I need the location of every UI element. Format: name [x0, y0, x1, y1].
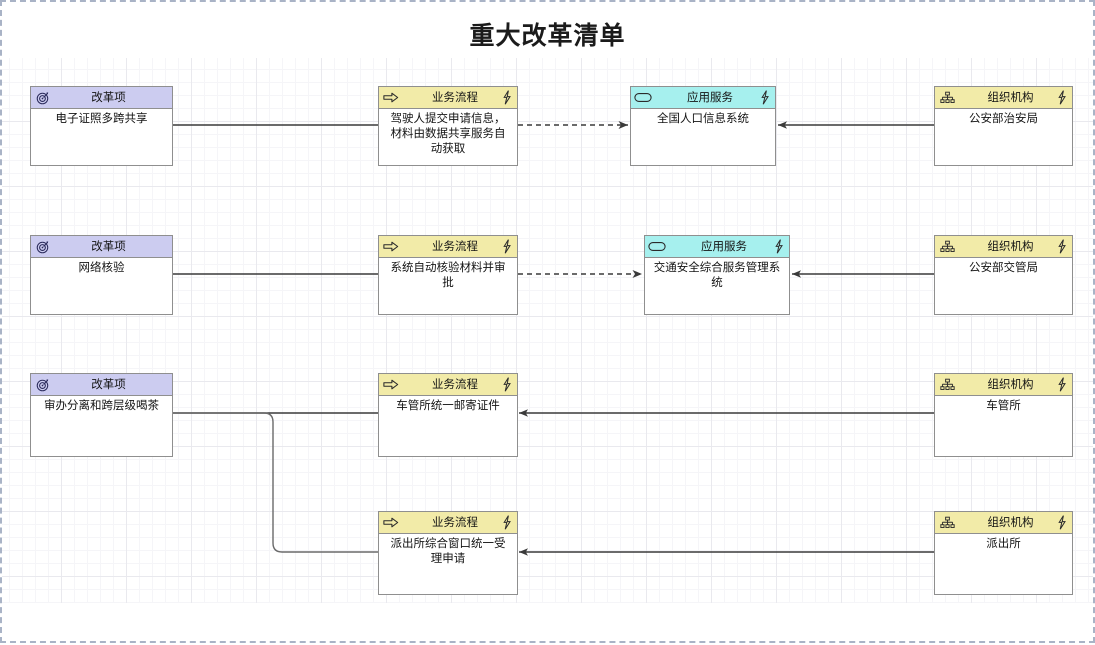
lightning-bolt-icon	[502, 515, 512, 530]
node-organization[interactable]: 组织机构 公安部治安局	[934, 86, 1073, 166]
arrow-right-process-icon	[379, 379, 403, 390]
node-reform-item[interactable]: 改革项 网络核验	[30, 235, 173, 315]
node-text: 网络核验	[78, 262, 125, 274]
org-hierarchy-icon	[935, 516, 959, 530]
lightning-bolt-icon	[774, 239, 784, 254]
node-text: 派出所	[986, 538, 1021, 550]
node-text: 派出所综合窗口统一受理申请	[390, 538, 506, 565]
node-type-label: 业务流程	[432, 240, 478, 253]
node-business-process[interactable]: 业务流程 系统自动核验材料并审批	[378, 235, 518, 315]
node-header: 组织机构	[935, 512, 1072, 534]
node-text: 公安部交管局	[969, 262, 1038, 274]
node-business-process[interactable]: 业务流程 驾驶人提交申请信息，材料由数据共享服务自动获取	[378, 86, 518, 166]
node-type-label: 组织机构	[987, 516, 1034, 529]
node-header: 业务流程	[379, 236, 517, 258]
rounded-rect-service-icon	[645, 241, 669, 252]
node-application-service[interactable]: 应用服务 全国人口信息系统	[630, 86, 776, 166]
node-type-label: 组织机构	[987, 91, 1034, 104]
lightning-bolt-icon	[502, 377, 512, 392]
node-organization[interactable]: 组织机构 公安部交管局	[934, 235, 1073, 315]
node-business-process[interactable]: 业务流程 车管所统一邮寄证件	[378, 373, 518, 457]
node-type-label: 组织机构	[987, 240, 1034, 253]
node-header: 改革项	[31, 374, 172, 396]
node-type-label: 应用服务	[687, 91, 733, 104]
node-text: 审办分离和跨层级喝茶	[44, 400, 159, 412]
lightning-bolt-icon	[1057, 239, 1067, 254]
node-header: 组织机构	[935, 236, 1072, 258]
node-type-label: 业务流程	[432, 516, 478, 529]
lightning-bolt-icon	[502, 239, 512, 254]
org-hierarchy-icon	[935, 378, 959, 392]
node-type-label: 改革项	[91, 378, 126, 391]
node-organization[interactable]: 组织机构 派出所	[934, 511, 1073, 595]
node-application-service[interactable]: 应用服务 交通安全综合服务管理系统	[644, 235, 790, 315]
rounded-rect-service-icon	[631, 92, 655, 103]
node-reform-item[interactable]: 改革项 电子证照多跨共享	[30, 86, 173, 166]
node-text: 系统自动核验材料并审批	[390, 262, 506, 289]
lightning-bolt-icon	[1057, 515, 1067, 530]
lightning-bolt-icon	[760, 90, 770, 105]
node-reform-item[interactable]: 改革项 审办分离和跨层级喝茶	[30, 373, 173, 457]
node-business-process[interactable]: 业务流程 派出所综合窗口统一受理申请	[378, 511, 518, 595]
node-text: 电子证照多跨共享	[55, 113, 148, 125]
arrow-right-process-icon	[379, 241, 403, 252]
node-header: 改革项	[31, 87, 172, 109]
node-type-label: 改革项	[91, 240, 126, 253]
node-type-label: 改革项	[91, 91, 126, 104]
goal-target-icon	[31, 91, 55, 105]
arrow-right-process-icon	[379, 92, 403, 103]
org-hierarchy-icon	[935, 240, 959, 254]
node-header: 应用服务	[631, 87, 775, 109]
node-text: 全国人口信息系统	[657, 113, 749, 125]
goal-target-icon	[31, 240, 55, 254]
lightning-bolt-icon	[1057, 90, 1067, 105]
node-organization[interactable]: 组织机构 车管所	[934, 373, 1073, 457]
node-header: 业务流程	[379, 512, 517, 534]
node-type-label: 应用服务	[701, 240, 747, 253]
node-text: 车管所	[986, 400, 1021, 412]
node-header: 业务流程	[379, 374, 517, 396]
lightning-bolt-icon	[1057, 377, 1067, 392]
node-header: 组织机构	[935, 87, 1072, 109]
lightning-bolt-icon	[502, 90, 512, 105]
page-title: 重大改革清单	[469, 22, 626, 50]
node-text: 公安部治安局	[969, 113, 1038, 125]
node-text: 车管所统一邮寄证件	[396, 400, 500, 412]
goal-target-icon	[31, 378, 55, 392]
node-text: 交通安全综合服务管理系统	[653, 262, 781, 289]
arrow-right-process-icon	[379, 517, 403, 528]
node-header: 业务流程	[379, 87, 517, 109]
node-header: 改革项	[31, 236, 172, 258]
node-header: 组织机构	[935, 374, 1072, 396]
org-hierarchy-icon	[935, 91, 959, 105]
node-type-label: 组织机构	[987, 378, 1034, 391]
node-type-label: 业务流程	[432, 91, 478, 104]
node-type-label: 业务流程	[432, 378, 478, 391]
edge-n9-n12	[173, 412, 378, 553]
node-header: 应用服务	[645, 236, 789, 258]
node-text: 驾驶人提交申请信息，材料由数据共享服务自动获取	[390, 113, 506, 155]
